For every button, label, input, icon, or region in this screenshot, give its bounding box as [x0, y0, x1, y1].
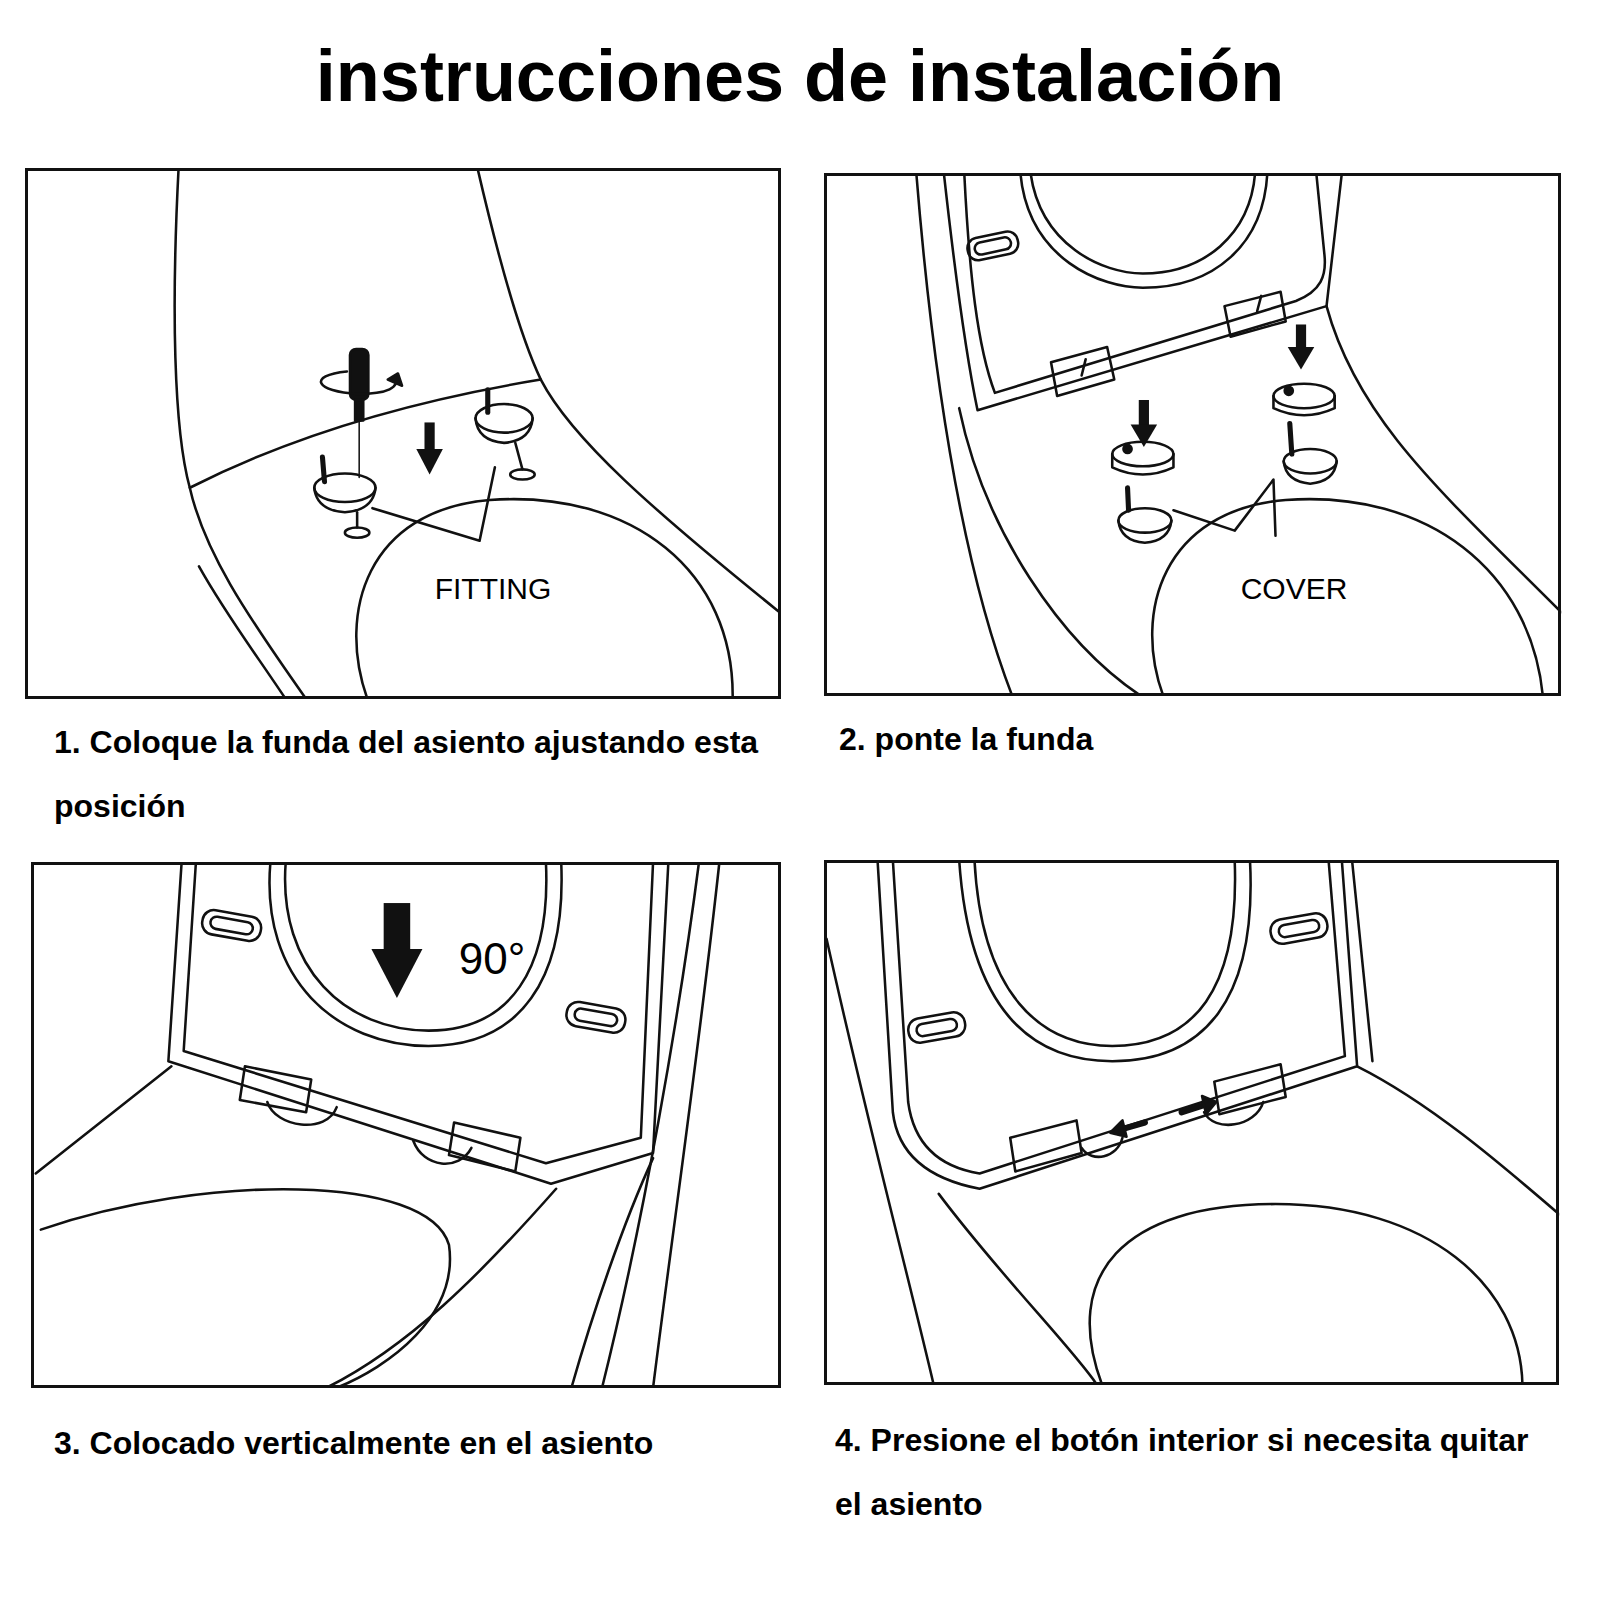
step-caption: 4. Presione el botón interior si necesit… [835, 1408, 1535, 1536]
panel-label: FITTING [435, 572, 552, 605]
page-title: instrucciones de instalación [0, 34, 1600, 118]
seat-lowering-figure [36, 862, 720, 1388]
step-caption: 2. ponte la funda [839, 707, 1579, 771]
instruction-panel: FITTING1. Coloque la funda del asiento a… [25, 168, 781, 699]
step-caption: 3. Colocado verticalmente en el asiento [54, 1411, 814, 1475]
panel-label: 90° [459, 935, 526, 983]
toilet-cover-figure [916, 173, 1561, 695]
panel-label: COVER [1241, 572, 1348, 605]
toilet-fitting-figure [175, 168, 780, 699]
step-caption: 1. Coloque la funda del asiento ajustand… [54, 710, 814, 838]
seat-removal-figure [827, 860, 1560, 1384]
instruction-panel: COVER2. ponte la funda [824, 173, 1561, 696]
instruction-panel: 90°3. Colocado verticalmente en el asien… [31, 862, 781, 1388]
instruction-panel: 4. Presione el botón interior si necesit… [824, 860, 1559, 1385]
